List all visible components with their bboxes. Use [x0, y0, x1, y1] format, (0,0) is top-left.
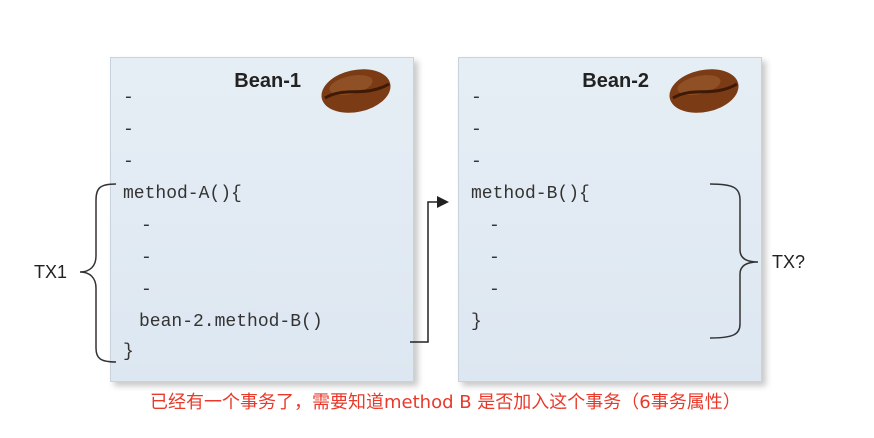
- tx1-brace-icon: [79, 183, 117, 363]
- method-b-call: bean-2.method-B(): [139, 312, 323, 332]
- method-b-close-brace: }: [471, 312, 482, 332]
- method-a-dash-1: -: [141, 216, 152, 236]
- bean-2-dash-1: -: [471, 88, 482, 108]
- method-a-dash-3: -: [141, 280, 152, 300]
- method-b-header: method-B(){: [471, 184, 590, 204]
- method-b-dash-2: -: [489, 248, 500, 268]
- bean-1-dash-3: -: [123, 152, 134, 172]
- coffee-bean-icon: [669, 69, 739, 113]
- method-a-header: method-A(){: [123, 184, 242, 204]
- bean-1-dash-2: -: [123, 120, 134, 140]
- bean-2-title: Bean-2: [582, 70, 649, 92]
- bean-2-dash-3: -: [471, 152, 482, 172]
- tx2-brace-icon: [709, 183, 759, 339]
- tx1-label: TX1: [34, 262, 68, 282]
- coffee-bean-icon: [321, 69, 391, 113]
- bean-1-title: Bean-1: [234, 70, 301, 92]
- bean-2-panel: Bean-2 - - - method-B(){ - - - }: [458, 57, 762, 382]
- call-arrow-icon: [410, 196, 449, 343]
- annotation-note: 已经有一个事务了，需要知道method B 是否加入这个事务（6事务属性）: [150, 392, 741, 413]
- method-a-close-brace: }: [123, 342, 134, 362]
- bean-1-dash-1: -: [123, 88, 134, 108]
- tx2-label: TX?: [772, 252, 806, 272]
- method-a-dash-2: -: [141, 248, 152, 268]
- method-b-dash-1: -: [489, 216, 500, 236]
- bean-2-dash-2: -: [471, 120, 482, 140]
- method-b-dash-3: -: [489, 280, 500, 300]
- bean-1-panel: Bean-1 - - - method-A(){ - - - bean-2.me…: [110, 57, 414, 382]
